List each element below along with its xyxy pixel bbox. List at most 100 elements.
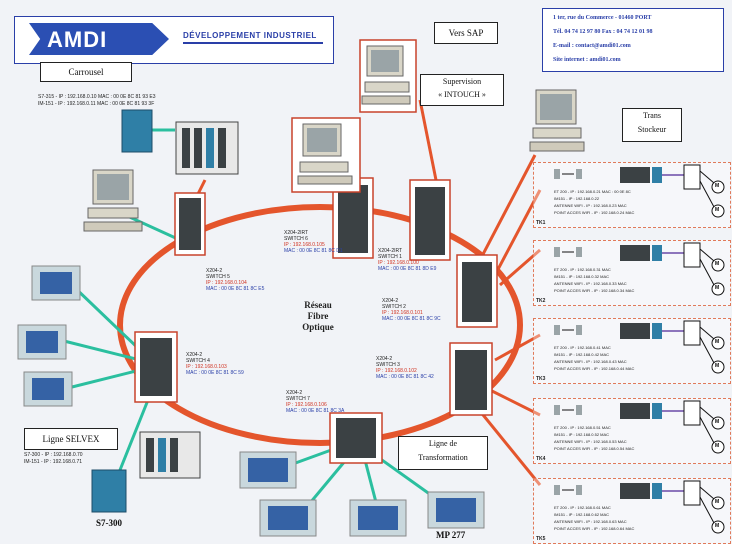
hmi-panel-5 — [259, 499, 317, 537]
switch-3-name: SWITCH 3 — [376, 362, 400, 368]
trk-address-line: ET 200 - IP : 192.168.0.51 MAC — [554, 425, 611, 430]
switch-5-ip: IP : 192.168.0.104 — [206, 280, 247, 286]
contact-site: Site internet : amdi01.com — [553, 57, 621, 63]
switch-3-ip: IP : 192.168.0.102 — [376, 368, 417, 374]
wifi-antenna — [576, 405, 582, 415]
link-trk5 — [473, 404, 542, 486]
switch-7-mac: MAC : 00 0E 8C 81 8C 3A — [286, 408, 345, 414]
switch-1-name: SWITCH 1 — [378, 254, 402, 260]
motor-label: M — [715, 285, 720, 291]
motor-label: M — [715, 523, 720, 529]
drive-cabinet — [683, 480, 701, 506]
im151-module — [652, 167, 662, 183]
switch-5-name: SWITCH 5 — [206, 274, 230, 280]
im151-module — [652, 403, 662, 419]
wifi-antenna — [554, 247, 560, 257]
motor — [711, 496, 725, 510]
et200-rack — [620, 323, 650, 339]
trk-address-line: ET 200 - IP : 192.168.0.61 MAC — [554, 505, 611, 510]
s7-300-label: S7-300 — [96, 518, 123, 528]
trk-address-line: ET 200 - IP : 192.168.0.41 MAC — [554, 345, 611, 350]
drive-cabinet — [683, 400, 701, 426]
pc-carrousel — [83, 169, 143, 232]
wifi-antenna — [576, 169, 582, 179]
mp277-label: MP 277 — [436, 530, 466, 540]
link-teal-switch5-pc — [124, 213, 181, 242]
link-teal-panel1 — [70, 283, 142, 352]
selvex-addr-2: IM-151 - IP : 192.168.0.71 — [24, 459, 83, 465]
motor-label: M — [715, 183, 720, 189]
stockeur-label: Stockeur — [637, 125, 667, 134]
carrousel-addr-2: IM-151 - IP : 192.168.0.11 MAC : 00 0E 8… — [38, 101, 155, 107]
contact-phone-fax: Tél. 04 74 12 97 80 Fax : 04 74 12 01 98 — [553, 29, 653, 35]
switch-7-model: X204-2 — [286, 390, 303, 396]
switch-3-model: X204-2 — [376, 356, 393, 362]
hmi-panel-7 — [427, 491, 485, 529]
motor-cable — [699, 486, 715, 500]
contact-email: E-mail : contact@amdi01.com — [553, 43, 631, 49]
switch-1-mac: MAC : 00 0E 8C 81 8D E9 — [378, 266, 437, 272]
contact-address: 1 ter, rue du Commerce - 01460 PORT — [553, 15, 652, 21]
motor-label: M — [715, 419, 720, 425]
switch-4-name: SWITCH 4 — [186, 358, 210, 364]
trk-drawing — [554, 400, 725, 454]
switch-4 — [134, 331, 178, 403]
supervision-box: Supervision « INTOUCH » — [420, 74, 504, 106]
trk-drawing — [554, 164, 725, 218]
switch-4-label: X204-2 SWITCH 4 IP : 192.168.0.103 MAC :… — [186, 352, 244, 376]
switch-2-name: SWITCH 2 — [382, 304, 406, 310]
switch-2 — [456, 254, 498, 328]
motor-label: M — [715, 499, 720, 505]
hmi-panel-3 — [23, 371, 73, 407]
switch-5-mac: MAC : 00 0E 8C 81 8C E5 — [206, 286, 265, 292]
trk-drawing — [554, 480, 725, 534]
link-switch4-pc — [478, 154, 537, 261]
pc-supervision-left — [291, 117, 361, 193]
switch-6-model: X204-2IRT — [284, 230, 309, 236]
drive-cabinet — [683, 242, 701, 268]
trk-address-line: POINT ACCES WIFI - IP : 192.168.0.34 MAC — [554, 288, 635, 293]
trk-tag: TK5 — [536, 536, 546, 542]
motor-label: M — [715, 363, 720, 369]
selvex-addr-1: S7-300 - IP : 192.168.0.70 — [24, 452, 83, 458]
motor-cable — [699, 248, 715, 262]
trk-address-line: ET 200 - IP : 192.168.0.31 MAC — [554, 267, 611, 272]
switch-2-model: X204-2 — [382, 298, 399, 304]
im151-module — [652, 483, 662, 499]
switch-6-mac: MAC : 00 0E 8C 81 8C D1 — [284, 248, 343, 254]
switch-4-mac: MAC : 00 0E 8C 81 8C 59 — [186, 370, 244, 376]
wifi-antenna — [554, 169, 560, 179]
switch-7 — [329, 412, 383, 464]
selvex-plc — [91, 431, 201, 513]
trans-stockeur-box: Trans Stockeur — [622, 108, 682, 142]
switch-6-name: SWITCH 6 — [284, 236, 308, 242]
link-teal-panel2 — [59, 338, 141, 362]
trk-drawing — [554, 320, 725, 374]
vers-sap-box: Vers SAP — [434, 22, 498, 44]
trk-address-line: ANTENNE WIFI - IP : 192.168.0.63 MAC — [554, 519, 627, 524]
trk-address-line: POINT ACCES WIFI - IP : 192.168.0.24 MAC — [554, 210, 635, 215]
motor-cable — [699, 336, 715, 364]
switch-1-ip: IP : 192.168.0.100 — [378, 260, 419, 266]
transformation-label: Transformation — [418, 453, 468, 462]
trk-tag: TK3 — [536, 376, 546, 382]
trk-tag: TK2 — [536, 298, 546, 304]
link-trk1 — [493, 189, 542, 276]
motor — [711, 204, 725, 218]
motor-label: M — [715, 207, 720, 213]
trk-address-line: ANTENNE WIFI - IP : 192.168.0.43 MAC — [554, 359, 627, 364]
trk-address-line: ET 200 - IP : 192.168.0.21 MAC : 00 0E 8… — [554, 189, 631, 194]
switch-2-label: X204-2 SWITCH 2 IP : 192.168.0.101 MAC :… — [382, 298, 441, 322]
wifi-antenna — [576, 485, 582, 495]
supervision-label: Supervision — [442, 77, 482, 86]
fibre-ring — [117, 204, 523, 446]
im151-module — [652, 323, 662, 339]
trk-address-line: POINT ACCES WIFI - IP : 192.168.0.64 MAC — [554, 526, 635, 531]
switch-7-label: X204-2 SWITCH 7 IP : 192.168.0.106 MAC :… — [286, 390, 344, 414]
motor-cable — [699, 416, 715, 444]
intouch-label: « INTOUCH » — [438, 90, 486, 99]
drive-cabinet — [683, 164, 701, 190]
switch-5 — [174, 192, 206, 256]
drive-cabinet — [683, 320, 701, 346]
